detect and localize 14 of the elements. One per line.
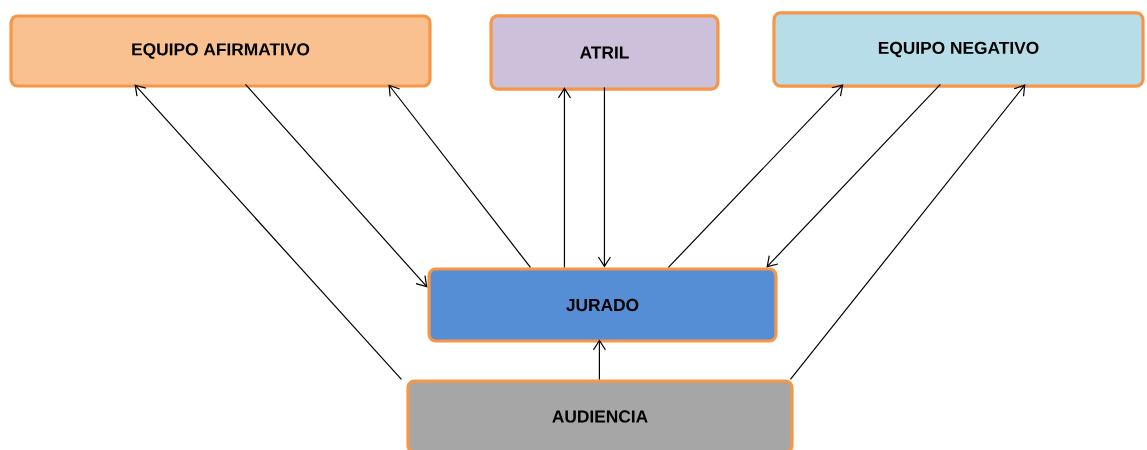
arrow: [388, 84, 532, 268]
arrow: [766, 83, 941, 268]
arrow: [597, 86, 612, 268]
process-box: JURADO: [427, 267, 778, 343]
process-box: ATRIL: [489, 14, 720, 91]
process-box: EQUIPO NEGATIVO: [772, 11, 1145, 88]
process-box: AUDIENCIA: [406, 379, 794, 450]
process-box: EQUIPO AFIRMATIVO: [9, 14, 432, 88]
arrow: [244, 83, 428, 288]
arrow: [592, 339, 607, 381]
arrow: [667, 84, 844, 268]
arrow: [134, 84, 402, 381]
arrow: [789, 84, 1026, 381]
arrow: [557, 87, 572, 268]
